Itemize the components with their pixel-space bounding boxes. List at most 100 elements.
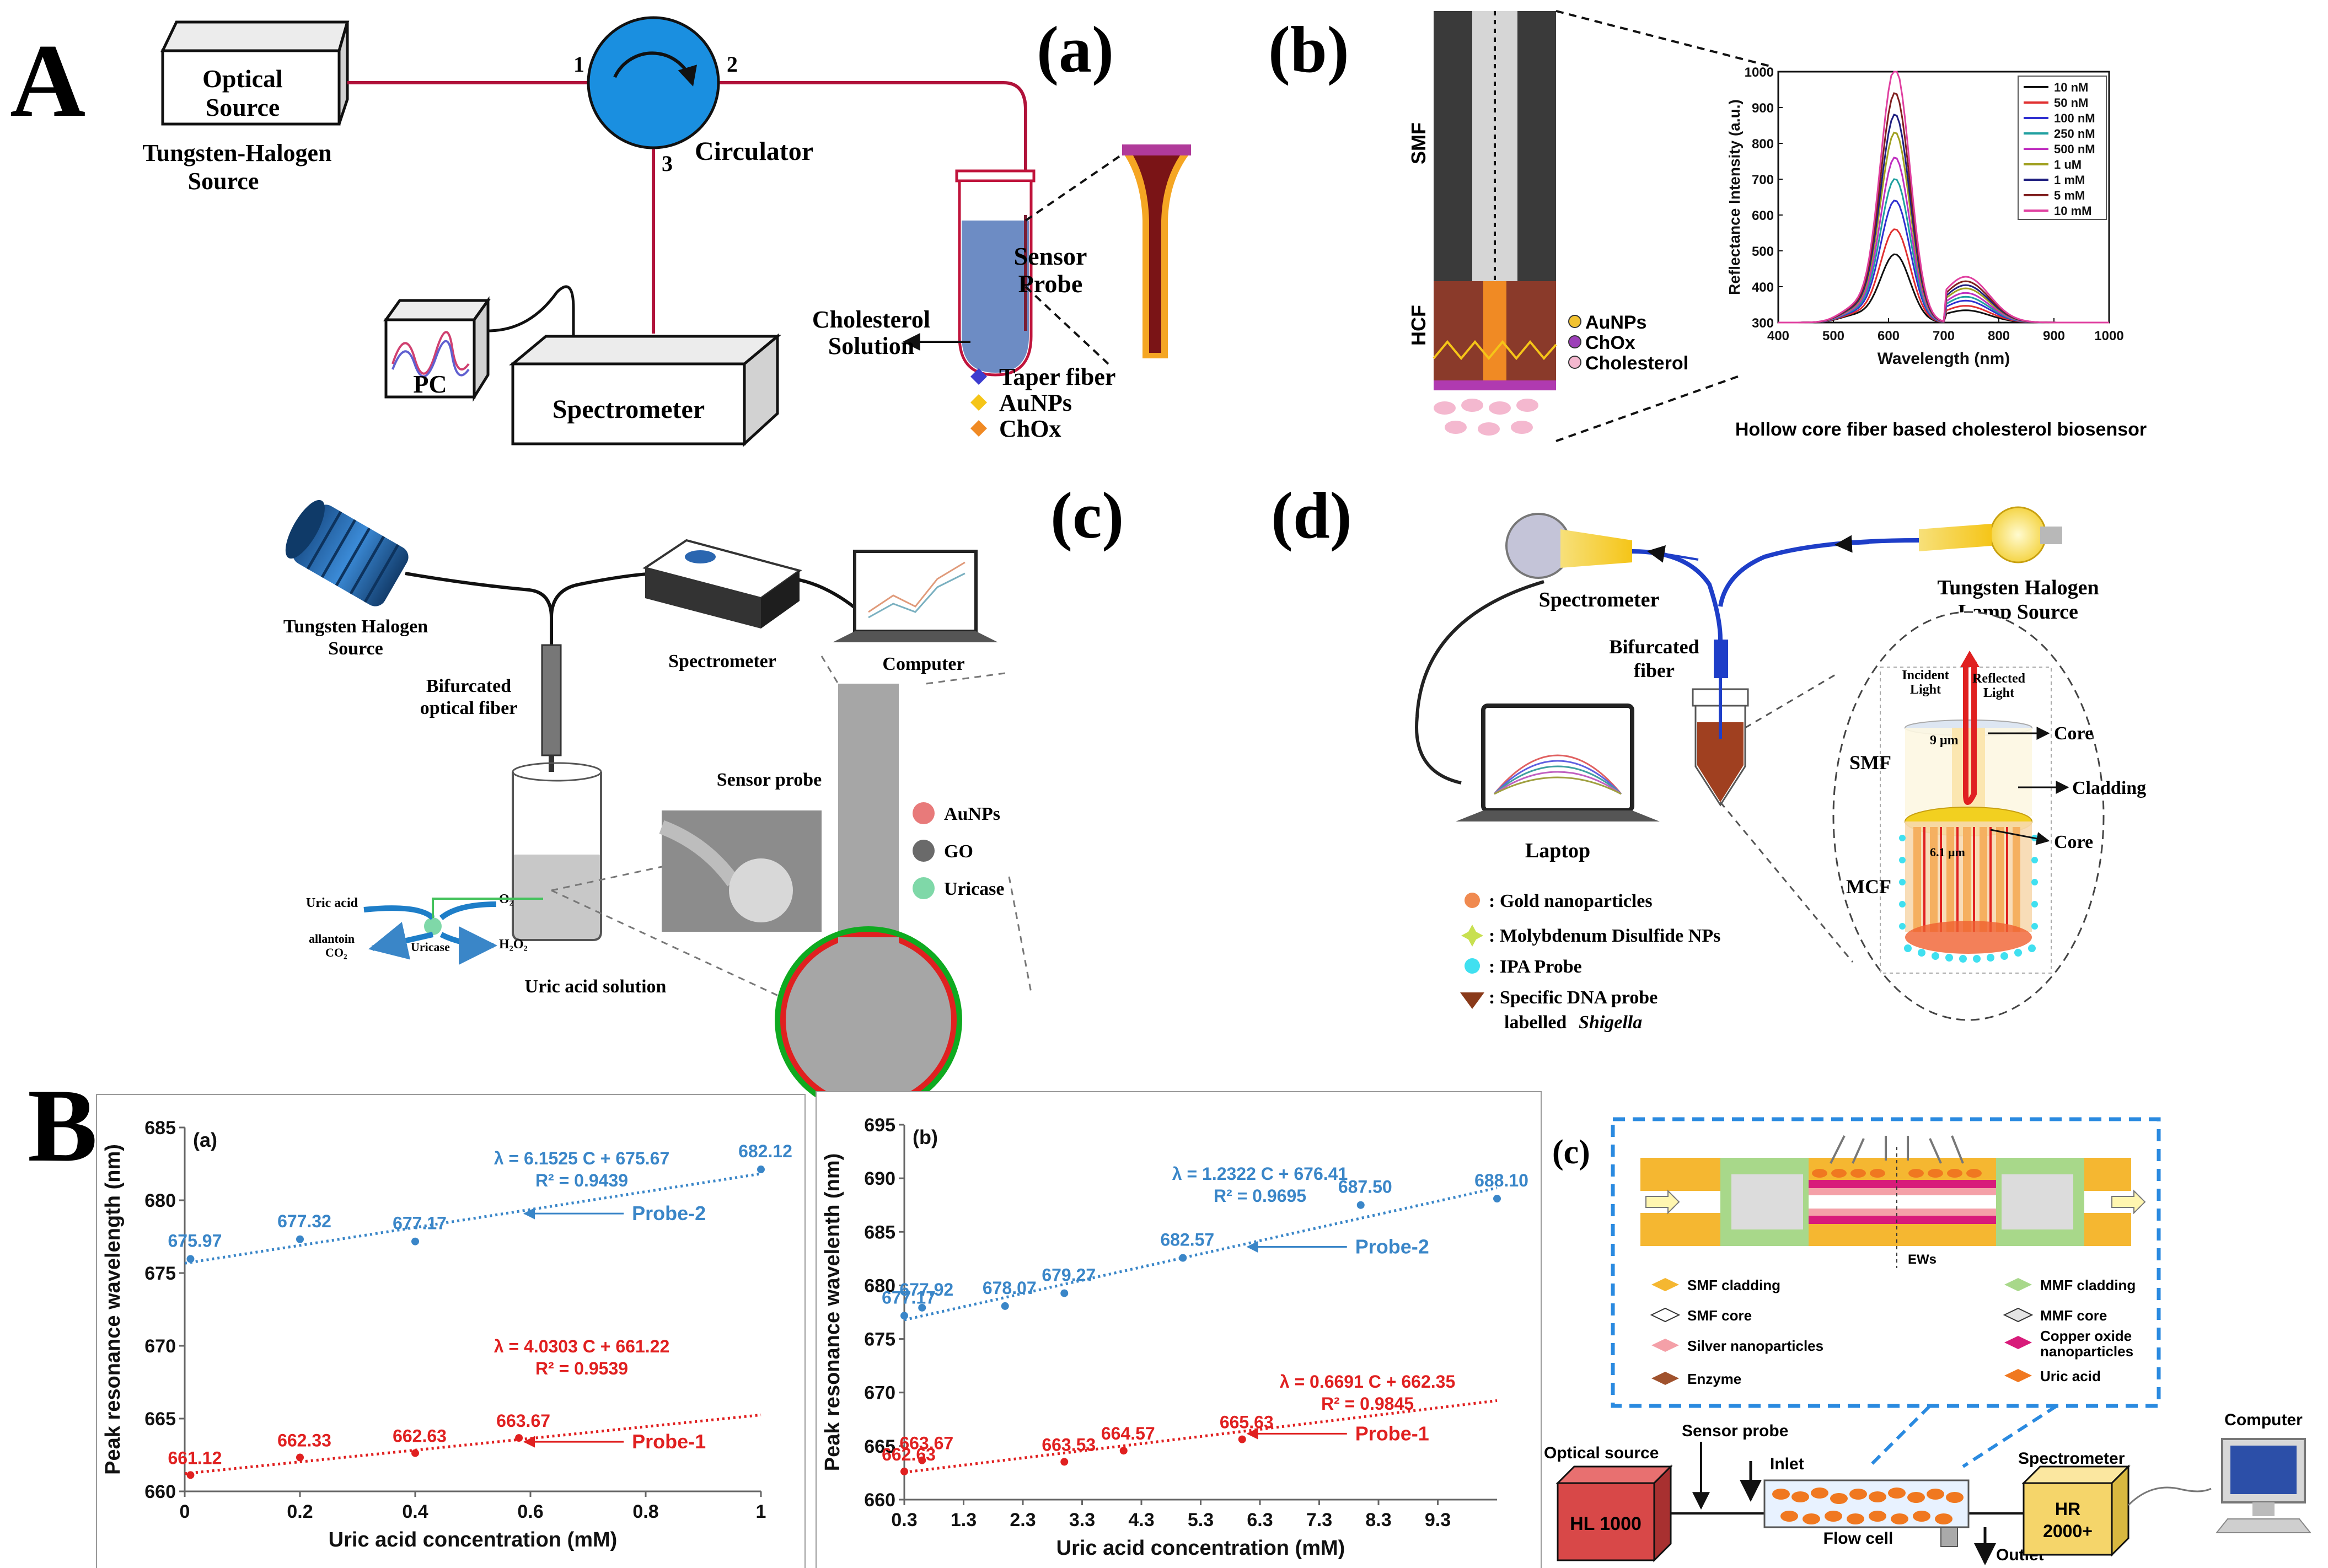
d-zoom-line-1 <box>1745 672 1839 729</box>
sensor-probe-label-1: Sensor <box>1014 242 1087 270</box>
data-point-Probe-1 <box>411 1449 419 1457</box>
optical-source-label-1: Optical <box>202 65 283 93</box>
mcf-cores <box>1913 827 2020 932</box>
d-legend-mos2: : Molybdenum Disulfide NPs <box>1489 926 1720 946</box>
x-tick-label: 0.4 <box>402 1501 428 1522</box>
data-point-Probe-1 <box>515 1434 523 1442</box>
d-incident-1: Incident <box>1902 668 1949 683</box>
hl-box <box>1557 1482 1655 1561</box>
d-legend-dna: : Specific DNA probe <box>1489 987 1658 1008</box>
optical-source-label-2: Source <box>206 93 280 121</box>
pc-side <box>473 296 490 402</box>
hl-box-side <box>1653 1464 1672 1562</box>
bc-computer-stand <box>2252 1502 2275 1516</box>
y-tick-label: 670 <box>144 1336 176 1357</box>
hr-box <box>2023 1482 2113 1556</box>
legend-b-cholesterol-icon <box>1568 356 1581 369</box>
bc-legend-1: MMF cladding <box>2040 1277 2136 1293</box>
data-point-Probe-1 <box>186 1471 195 1479</box>
halogen-bulb-icon <box>1989 506 2047 563</box>
bc-computer-label: Computer <box>2224 1411 2303 1429</box>
hcf-light <box>1483 281 1506 380</box>
c-computer-label: Computer <box>882 654 964 674</box>
panel-c-setup: (c) Tungsten Halogen Source Spectrometer… <box>283 479 1124 1114</box>
data-point-Probe-1 <box>1060 1458 1069 1466</box>
pc-top <box>383 299 491 321</box>
d-mcf-size: 6.1 μm <box>1930 845 1965 859</box>
spectrum-legend-entry: 500 nM <box>2054 142 2095 156</box>
series-name-Probe-2: Probe-2 <box>1355 1236 1429 1258</box>
legend-taper-fiber-icon <box>970 368 987 385</box>
bc-legend-1-icon <box>2004 1278 2032 1291</box>
spectrum-legend-entry: 1 mM <box>2054 173 2085 187</box>
bc-legend-5a: Copper oxide <box>2040 1328 2132 1344</box>
tungsten-label-1: Tungsten-Halogen <box>142 139 331 167</box>
reaction-link-line <box>432 898 543 918</box>
legend-chox: ChOx <box>999 415 1061 442</box>
mcf-red-rays <box>1923 827 2008 932</box>
hcf-zigzag <box>1433 340 1557 361</box>
panel-b-caption: Hollow core fiber based cholesterol bios… <box>1735 419 2147 440</box>
bc-legend-6-icon <box>1651 1372 1679 1385</box>
x-tick-label: 8.3 <box>1365 1510 1391 1531</box>
data-point-Probe-2 <box>1060 1289 1069 1297</box>
d-legend-gold: : Gold nanoparticles <box>1489 891 1653 911</box>
data-label-Probe-2: 679.27 <box>1042 1265 1096 1285</box>
x-tick-label: 0.8 <box>632 1501 658 1522</box>
pc-label: PC <box>413 370 447 398</box>
bc-legend-4: Silver nanoparticles <box>1687 1338 1823 1354</box>
d-light-path <box>1963 662 1977 805</box>
chart-frame <box>816 1091 1542 1568</box>
trendline-Probe-2 <box>184 1172 761 1265</box>
c-laptop-trace-2 <box>868 572 965 619</box>
circulator-label: Circulator <box>695 137 813 166</box>
bc-hl-label: HL 1000 <box>1570 1513 1642 1534</box>
pc-cable <box>487 285 575 336</box>
c-tungsten-label-2: Source <box>328 638 383 659</box>
spectrometer-label: Spectrometer <box>553 395 705 424</box>
c-tungsten-label-1: Tungsten Halogen <box>283 616 428 637</box>
bc-legend-2: SMF core <box>1687 1307 1752 1324</box>
c-legend-uricase: Uricase <box>944 879 1005 899</box>
uric-acid-solution-fill <box>514 855 600 939</box>
bc-ews-label: EWs <box>1908 1252 1937 1267</box>
legend-b-cholesterol: Cholesterol <box>1585 353 1688 374</box>
c-spectrometer-label: Spectrometer <box>668 651 776 672</box>
data-label-Probe-2: 678.07 <box>983 1278 1037 1298</box>
data-label-Probe-2: 677.17 <box>882 1287 936 1307</box>
ipa-probe-dots <box>1899 835 2038 963</box>
y-tick-label: 660 <box>864 1490 895 1511</box>
d-probe-connector <box>1714 640 1728 678</box>
mcf-tip <box>1905 921 2032 954</box>
data-point-Probe-2 <box>918 1303 926 1312</box>
bc-legend-4-icon <box>1651 1339 1679 1352</box>
spectrum-x-tick-label: 800 <box>1988 329 2010 343</box>
fit-equation-Probe-1: λ = 0.6691 C + 662.35 <box>1280 1372 1455 1392</box>
c-spectrometer-logo-icon <box>685 550 716 563</box>
data-point-Probe-2 <box>1001 1302 1009 1310</box>
spectrum-y-tick-label: 500 <box>1752 244 1774 259</box>
panel-c-label: (c) <box>1050 479 1124 552</box>
pc-box <box>384 318 476 399</box>
bc-legend-5b: nanoparticles <box>2040 1343 2133 1360</box>
probe-chox-layer <box>1122 144 1191 155</box>
panel-d-label: (d) <box>1271 479 1352 552</box>
c-zoom-line-2 <box>551 889 784 999</box>
reaction-arrow-h2o2 <box>439 926 497 965</box>
panel-b-label: (b) <box>1268 13 1349 86</box>
d-incident-2: Light <box>1910 683 1941 697</box>
spectrum-y-tick-label: 900 <box>1752 101 1774 116</box>
legend-b-aunps-icon <box>1568 315 1581 328</box>
zoom-probe-ball <box>786 937 951 1103</box>
chart-title: (a) <box>193 1129 217 1151</box>
c-zoom-line-3 <box>820 656 839 684</box>
bc-flow-cell-label: Flow cell <box>1823 1529 1893 1548</box>
data-label-Probe-2: 682.57 <box>1160 1229 1214 1249</box>
hr-box-top <box>2021 1465 2131 1484</box>
d-reflected-2: Light <box>1983 686 2014 700</box>
sem-probe-ball <box>729 858 793 922</box>
bc-legend-3-icon <box>2003 1307 2034 1323</box>
x-axis-label: Uric acid concentration (mM) <box>1056 1537 1345 1560</box>
